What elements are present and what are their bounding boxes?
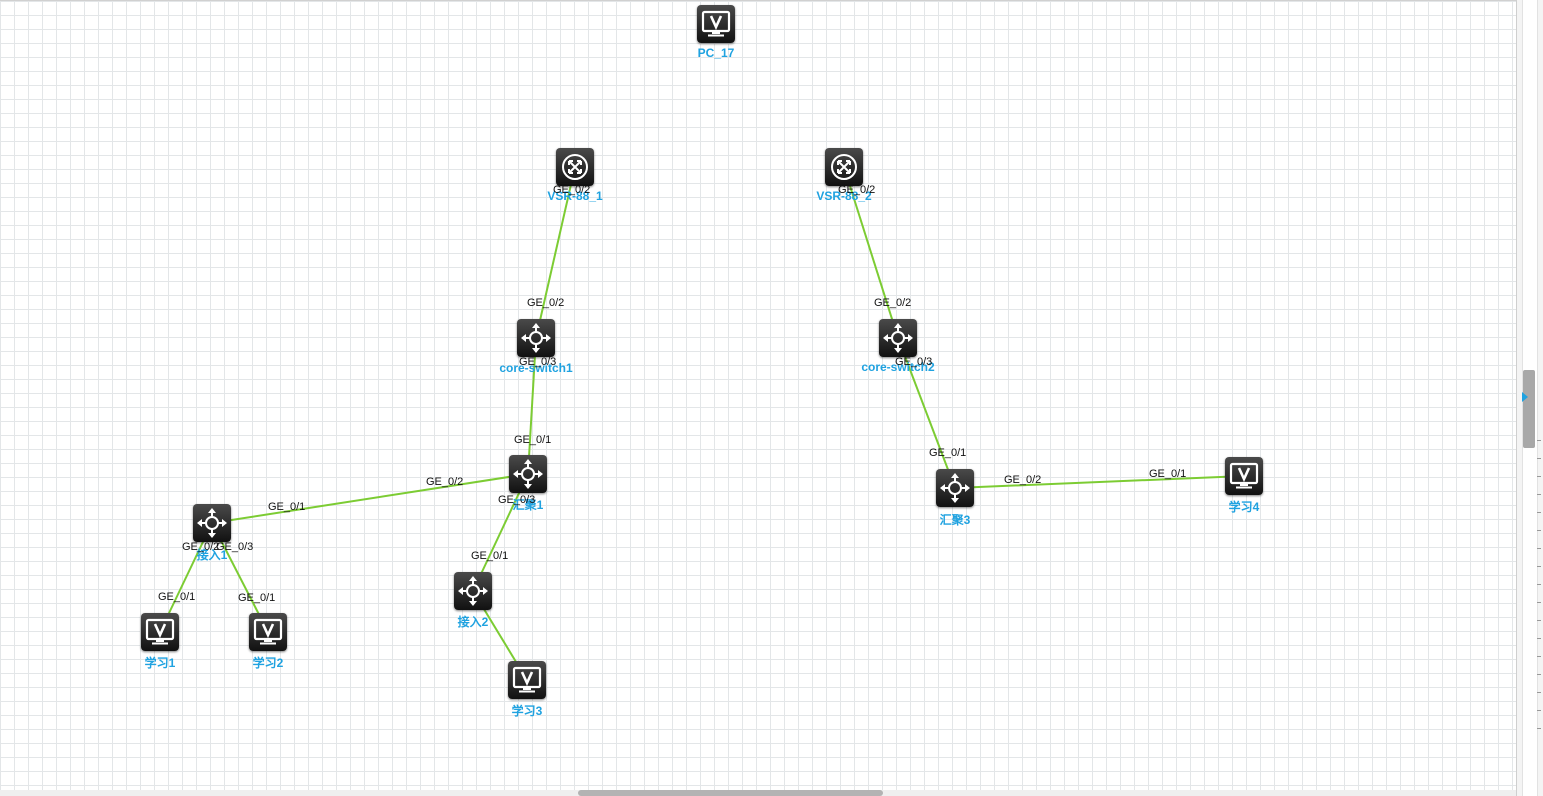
switch-arrows-icon [883, 323, 913, 353]
ruler-tick [1537, 692, 1541, 693]
port-label: GE_0/1 [471, 550, 509, 562]
link-core2-agg3[interactable] [897, 337, 956, 489]
device-label-agg1: 汇聚1 [512, 498, 544, 512]
port-label: GE_0/2 [874, 297, 912, 309]
horizontal-scrollbar-thumb[interactable] [578, 790, 883, 796]
device-pc17[interactable] [697, 5, 735, 43]
ruler-tick [1537, 728, 1541, 729]
port-label: GE_0/2 [182, 541, 220, 553]
port-label: GE_0/3 [895, 356, 933, 368]
ruler-tick [1537, 674, 1541, 675]
switch-arrows-icon [513, 459, 543, 489]
device-label-pc17: PC_17 [697, 46, 735, 60]
device-agg3[interactable] [936, 469, 974, 507]
link-vsr1-core1[interactable] [535, 166, 576, 339]
expand-panel-arrow-icon[interactable] [1522, 392, 1528, 402]
device-label-core2: core-switch2 [861, 360, 935, 374]
links-layer [159, 166, 1245, 681]
device-core2[interactable] [879, 319, 917, 357]
switch-arrows-icon [521, 323, 551, 353]
port-label: GE_0/3 [498, 494, 536, 506]
link-agg1-acc2[interactable] [472, 473, 529, 592]
ruler-tick [1537, 476, 1541, 477]
port-label: GE_0/3 [519, 356, 557, 368]
switch-arrows-icon [197, 508, 227, 538]
device-label-agg3: 汇聚3 [939, 513, 971, 527]
monitor-icon [701, 10, 731, 37]
switch-arrows-icon [458, 576, 488, 606]
switch-arrows-icon [940, 473, 970, 503]
port-label: GE_0/2 [527, 297, 565, 309]
device-study1[interactable] [141, 613, 179, 651]
ruler-tick [1537, 530, 1541, 531]
device-vsr2[interactable] [825, 148, 863, 186]
vertical-scrollbar[interactable] [1516, 0, 1543, 796]
link-agg3-study4[interactable] [954, 475, 1245, 489]
monitor-icon [512, 666, 542, 693]
port-label: GE_0/1 [158, 591, 196, 603]
device-core1[interactable] [517, 319, 555, 357]
port-label: GE_0/2 [426, 476, 464, 488]
ruler-tick [1537, 458, 1541, 459]
ruler-tick [1537, 548, 1541, 549]
ruler-tick [1537, 512, 1541, 513]
device-label-study2: 学习2 [252, 656, 284, 670]
link-agg1-acc1[interactable] [211, 473, 529, 524]
device-study3[interactable] [508, 661, 546, 699]
router-icon [831, 154, 857, 180]
link-vsr2-core2[interactable] [843, 166, 899, 339]
port-label: GE_0/2 [553, 184, 591, 196]
router-icon [562, 154, 588, 180]
ruler-tick [1537, 710, 1541, 711]
monitor-icon [253, 618, 283, 645]
port-label: GE_0/1 [238, 592, 276, 604]
port-label: GE_0/1 [1149, 468, 1187, 480]
ruler-tick [1537, 656, 1541, 657]
device-label-acc1: 接入1 [196, 548, 228, 562]
port-label: GE_0/2 [1004, 474, 1042, 486]
port-label: GE_0/3 [216, 541, 254, 553]
device-label-acc2: 接入2 [457, 615, 489, 629]
port-label: GE_0/1 [268, 501, 306, 513]
port-label: GE_0/1 [514, 434, 552, 446]
ruler-tick [1537, 494, 1541, 495]
device-vsr1[interactable] [556, 148, 594, 186]
device-label-vsr2: VSR-88_2 [816, 189, 872, 203]
ruler-tick [1537, 566, 1541, 567]
monitor-icon [145, 618, 175, 645]
device-label-study3: 学习3 [511, 704, 543, 718]
device-acc1[interactable] [193, 504, 231, 542]
ruler-tick [1537, 440, 1541, 441]
device-label-study4: 学习4 [1228, 500, 1260, 514]
ruler-tick [1537, 584, 1541, 585]
device-label-core1: core-switch1 [499, 361, 573, 375]
ruler-tick [1537, 620, 1541, 621]
ruler-tick [1537, 638, 1541, 639]
port-label: GE_0/2 [838, 184, 876, 196]
device-study4[interactable] [1225, 457, 1263, 495]
port-label: GE_0/1 [929, 447, 967, 459]
device-label-vsr1: VSR-88_1 [547, 189, 603, 203]
device-agg1[interactable] [509, 455, 547, 493]
device-acc2[interactable] [454, 572, 492, 610]
vertical-scrollbar-thumb[interactable] [1523, 370, 1535, 448]
link-core1-agg1[interactable] [527, 337, 537, 475]
device-study2[interactable] [249, 613, 287, 651]
horizontal-scrollbar[interactable] [0, 790, 1516, 796]
monitor-icon [1229, 462, 1259, 489]
device-label-study1: 学习1 [144, 656, 176, 670]
ruler-tick [1537, 602, 1541, 603]
